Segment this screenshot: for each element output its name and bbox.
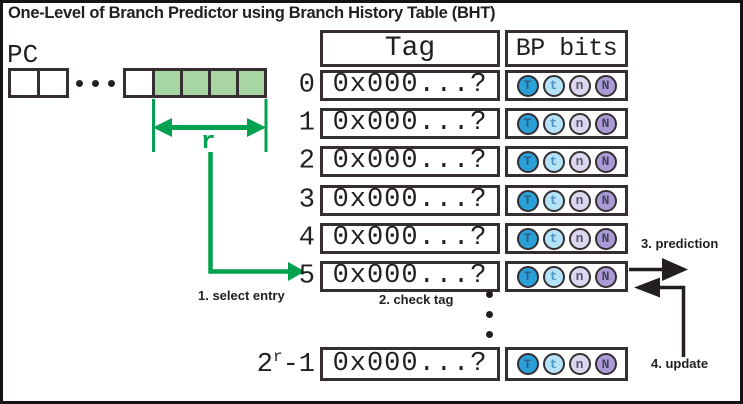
row-index: 1 (298, 108, 315, 138)
bp-weak-not-taken-icon: n (568, 353, 591, 375)
pc-register-low-bits (123, 68, 267, 98)
bp-weak-taken-icon: t (542, 112, 565, 135)
bp-strong-not-taken-icon: N (594, 74, 617, 97)
row-index: 4 (298, 223, 315, 253)
pc-bit-cell (37, 68, 69, 98)
bp-weak-not-taken-icon: n (568, 112, 591, 135)
bit-width-label: r (201, 129, 216, 156)
pc-index-bit-cell (236, 68, 267, 98)
bht-row-last: 2r-1 0x000...? T t n N (0, 347, 743, 381)
row-index: 3 (298, 185, 315, 215)
bp-strong-taken-icon: T (516, 74, 539, 97)
bp-cell: T t n N (505, 70, 628, 101)
bht-row-4: 4 0x000...? T t n N (0, 223, 743, 254)
bp-weak-taken-icon: t (542, 265, 565, 288)
row-index: 5 (298, 261, 315, 291)
bp-strong-taken-icon: T (516, 189, 539, 212)
bht-row-3: 3 0x000...? T t n N (0, 185, 743, 216)
select-entry-label: 1. select entry (198, 288, 285, 303)
bp-weak-taken-icon: t (542, 189, 565, 212)
check-tag-label: 2. check tag (379, 292, 454, 307)
row-index: 0 (298, 70, 315, 100)
bht-row-5: 5 0x000...? T t n N (0, 261, 743, 292)
diagram-title: One-Level of Branch Predictor using Bran… (8, 4, 496, 22)
bp-strong-not-taken-icon: N (594, 150, 617, 173)
bp-weak-taken-icon: t (542, 353, 565, 375)
bp-strong-taken-icon: T (516, 265, 539, 288)
table-ellipsis-dots-icon (486, 291, 493, 338)
bp-cell: T t n N (505, 261, 628, 292)
pc-bit-cell (8, 68, 40, 98)
bp-weak-not-taken-icon: n (568, 74, 591, 97)
pc-register-high-bits (8, 68, 69, 98)
pc-label: PC (7, 40, 39, 70)
tag-cell: 0x000...? (320, 223, 500, 254)
tag-cell: 0x000...? (320, 108, 500, 139)
prediction-label: 3. prediction (641, 236, 719, 251)
bht-row-2: 2 0x000...? T t n N (0, 146, 743, 177)
tag-cell: 0x000...? (320, 347, 500, 381)
pc-index-bit-cell (152, 68, 183, 98)
bp-strong-not-taken-icon: N (594, 265, 617, 288)
row-index: 2 (298, 146, 315, 176)
bp-weak-taken-icon: t (542, 227, 565, 250)
bp-strong-not-taken-icon: N (594, 112, 617, 135)
tag-cell: 0x000...? (320, 261, 500, 292)
tag-cell: 0x000...? (320, 70, 500, 101)
bp-bits-column-header: BP bits (505, 30, 628, 67)
row-index: 2r-1 (256, 348, 315, 380)
bp-weak-not-taken-icon: n (568, 265, 591, 288)
bp-weak-not-taken-icon: n (568, 150, 591, 173)
pc-ellipsis-dots-icon (76, 80, 115, 87)
bp-weak-taken-icon: t (542, 74, 565, 97)
bp-strong-not-taken-icon: N (594, 189, 617, 212)
bp-strong-taken-icon: T (516, 150, 539, 173)
bp-cell: T t n N (505, 347, 628, 381)
bp-weak-taken-icon: t (542, 150, 565, 173)
bp-weak-not-taken-icon: n (568, 189, 591, 212)
bp-strong-not-taken-icon: N (594, 353, 617, 375)
bp-strong-not-taken-icon: N (594, 227, 617, 250)
bp-weak-not-taken-icon: n (568, 227, 591, 250)
bp-strong-taken-icon: T (516, 353, 539, 375)
tag-cell: 0x000...? (320, 146, 500, 177)
bht-row-1: 1 0x000...? T t n N (0, 108, 743, 139)
bp-cell: T t n N (505, 108, 628, 139)
bht-row-0: 0 0x000...? T t n N (0, 70, 743, 101)
bp-cell: T t n N (505, 223, 628, 254)
tag-column-header: Tag (320, 30, 500, 67)
update-label: 4. update (651, 356, 709, 371)
bp-cell: T t n N (505, 146, 628, 177)
bp-strong-taken-icon: T (516, 227, 539, 250)
bp-strong-taken-icon: T (516, 112, 539, 135)
bp-cell: T t n N (505, 185, 628, 216)
tag-cell: 0x000...? (320, 185, 500, 216)
